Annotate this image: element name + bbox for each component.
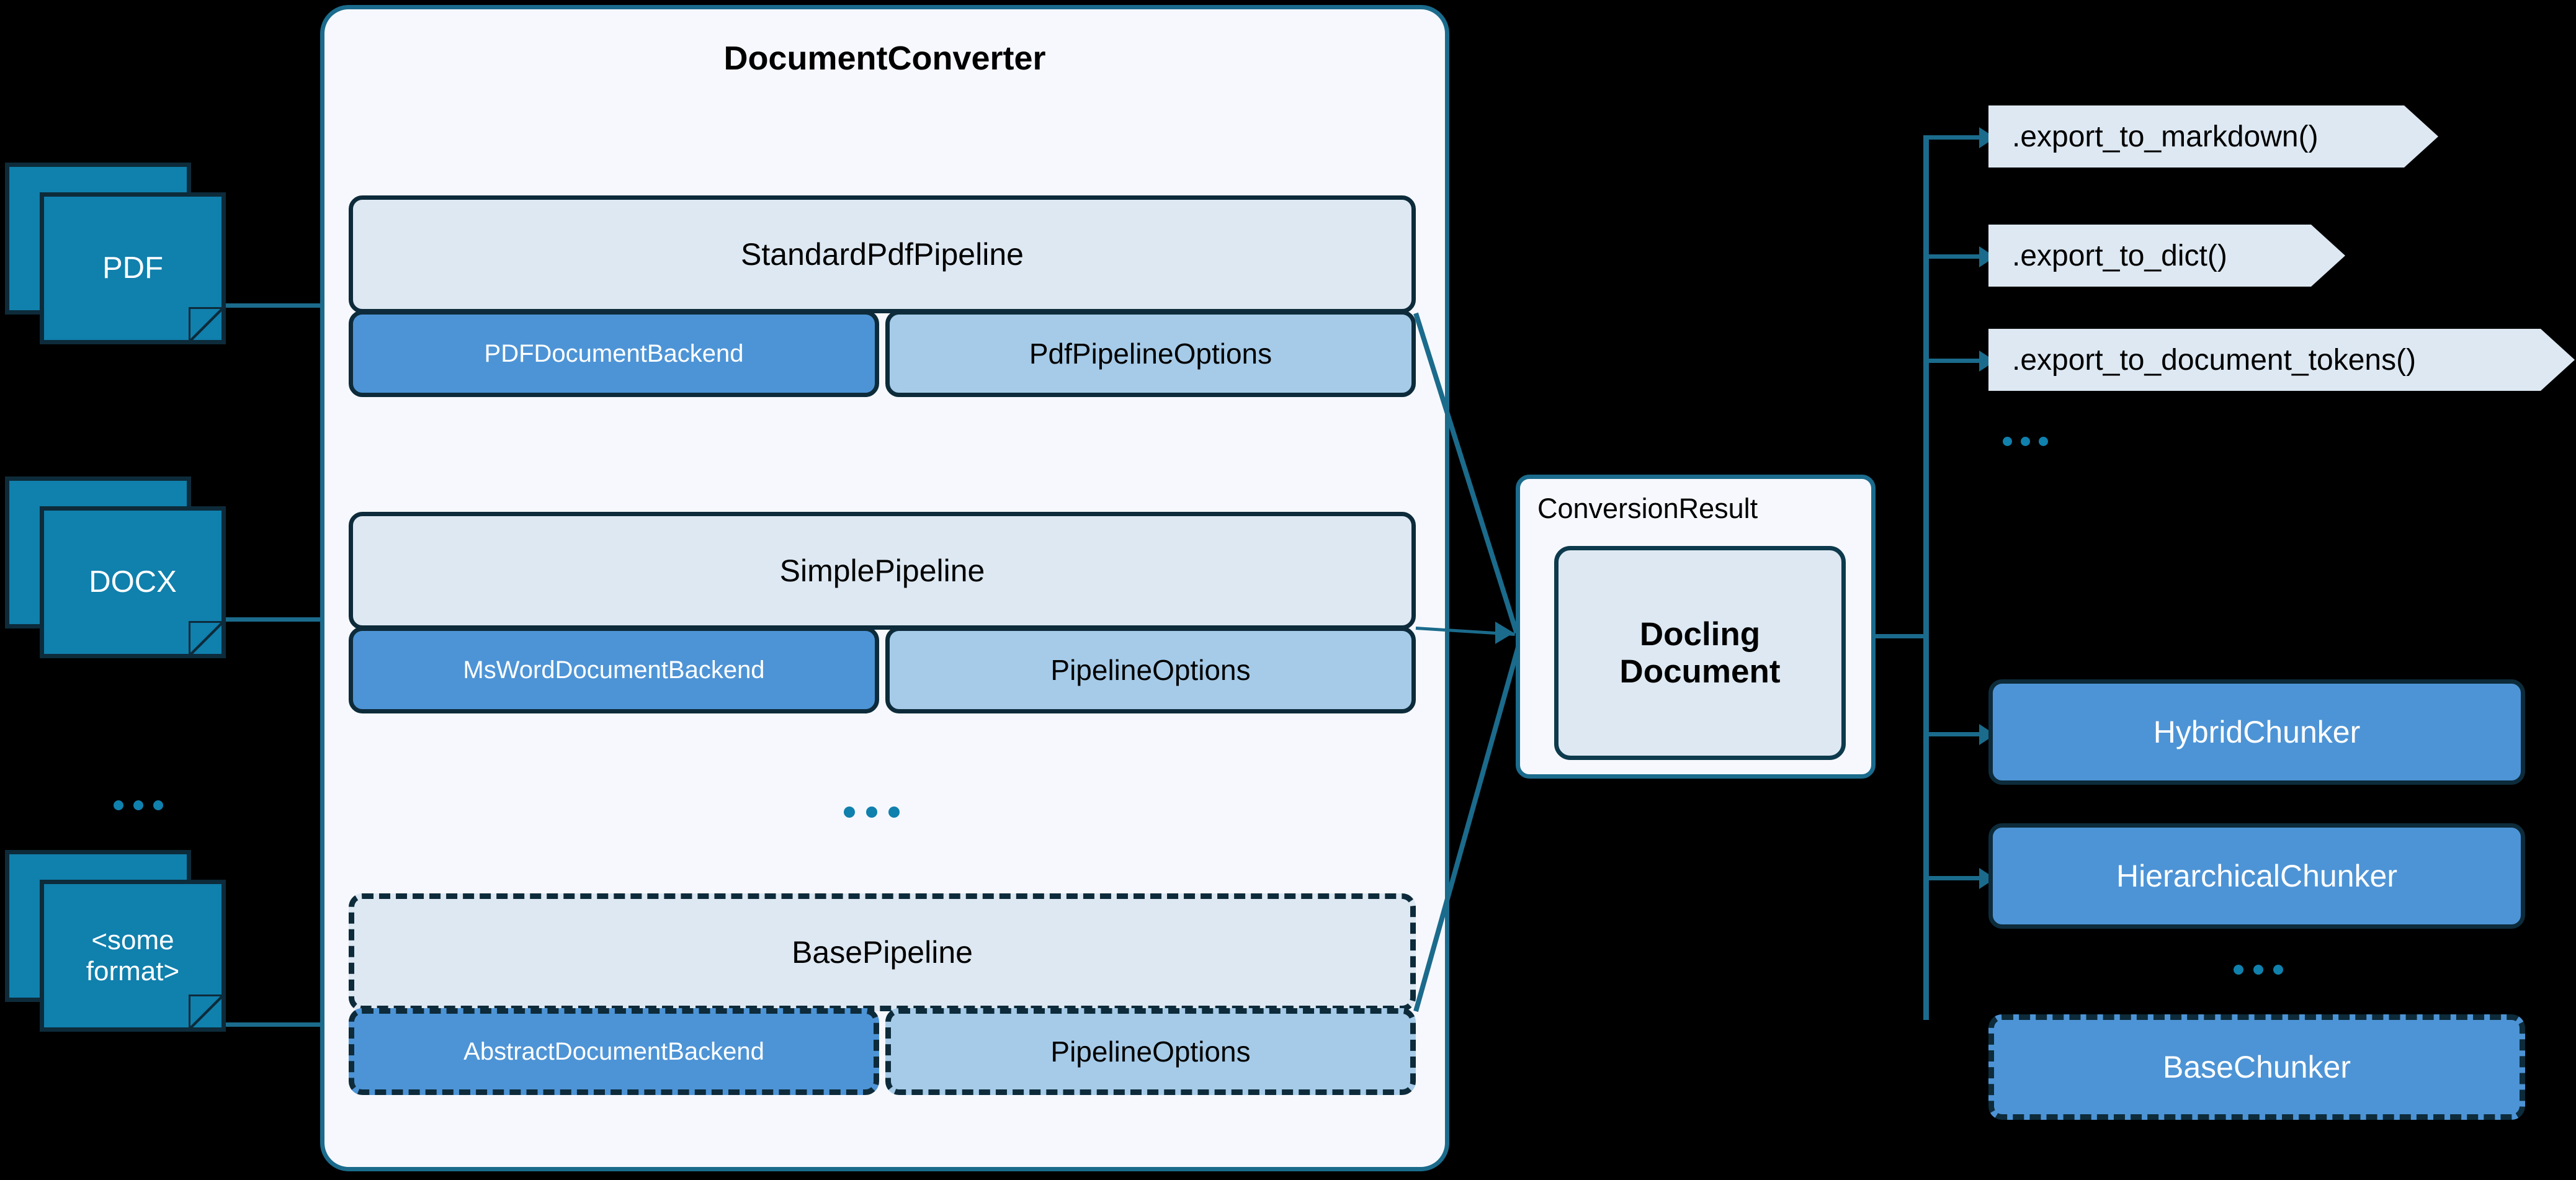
chunker-label: BaseChunker <box>2163 1050 2351 1084</box>
chunker-label: HybridChunker <box>2153 715 2361 749</box>
input-label-docx: DOCX <box>89 565 177 599</box>
connector-pdf-to-converter <box>226 303 341 308</box>
branch-line-hierarchical-chunker <box>1923 876 2004 880</box>
input-document-other: <some format> <box>5 850 228 1033</box>
input-label-other-line1: <some <box>91 925 174 956</box>
input-label-pdf: PDF <box>102 251 163 285</box>
docling-document-line1: Docling <box>1639 616 1761 653</box>
backend-name: AbstractDocumentBackend <box>463 1037 764 1065</box>
export-method-label: .export_to_document_tokens() <box>2012 343 2417 377</box>
page-fold-inner <box>190 623 220 653</box>
pipeline-options-basepipelineoptions[interactable]: PipelineOptions <box>885 1008 1416 1095</box>
pipeline-header-simplepipeline[interactable]: SimplePipeline <box>349 512 1416 630</box>
options-name: PdfPipelineOptions <box>1029 337 1272 370</box>
branch-line-export-markdown <box>1923 135 2004 140</box>
pipeline-ellipsis <box>844 807 900 818</box>
export-method-label: .export_to_dict() <box>2012 239 2227 272</box>
docling-document-line2: Document <box>1619 653 1781 690</box>
pipeline-header-basepipeline[interactable]: BasePipeline <box>349 893 1416 1011</box>
branch-line-export-dict <box>1923 254 2004 259</box>
pipeline-name: StandardPdfPipeline <box>741 237 1024 272</box>
export-chevron-document-tokens[interactable]: .export_to_document_tokens() <box>1988 329 2575 391</box>
connector-other-to-converter <box>226 1022 341 1027</box>
options-name: PipelineOptions <box>1050 1035 1251 1068</box>
chunker-basechunker[interactable]: BaseChunker <box>1988 1014 2525 1120</box>
input-label-other-line2: format> <box>86 955 180 986</box>
pipeline-backend-mswoorddocumentbackend[interactable]: MsWordDocumentBackend <box>349 627 879 713</box>
pipeline-options-pdfpipelineoptions[interactable]: PdfPipelineOptions <box>885 310 1416 397</box>
branch-line-hybrid-chunker <box>1923 732 2004 736</box>
document-front-sheet: PDF <box>40 192 226 344</box>
docling-document-box[interactable]: Docling Document <box>1554 546 1846 760</box>
pipeline-backend-abstractdocumentbackend[interactable]: AbstractDocumentBackend <box>349 1008 879 1095</box>
chunker-hierarchicalchunker[interactable]: HierarchicalChunker <box>1988 823 2525 929</box>
arrow-head-to-result <box>1495 622 1514 644</box>
backend-name: PDFDocumentBackend <box>484 339 744 367</box>
page-fold-inner <box>190 996 220 1026</box>
pipeline-backend-pdfdocumentbackend[interactable]: PDFDocumentBackend <box>349 310 879 397</box>
page-title: DocumentConverter <box>723 40 1046 77</box>
page-fold-inner <box>190 309 220 339</box>
backend-name: MsWordDocumentBackend <box>463 656 765 684</box>
branch-line-export-tokens <box>1923 359 2004 363</box>
connector-docx-to-converter <box>226 617 341 622</box>
export-ellipsis <box>2003 437 2048 446</box>
input-document-pdf: PDF <box>5 163 228 346</box>
pipeline-name: SimplePipeline <box>779 553 985 588</box>
chunker-label: HierarchicalChunker <box>2116 859 2397 893</box>
export-chevron-markdown[interactable]: .export_to_markdown() <box>1988 105 2438 168</box>
export-method-label: .export_to_markdown() <box>2012 120 2319 153</box>
pipeline-name: BasePipeline <box>792 935 973 970</box>
options-name: PipelineOptions <box>1050 654 1251 686</box>
pipeline-header-standardpdfpipeline[interactable]: StandardPdfPipeline <box>349 195 1416 313</box>
export-chevron-dict[interactable]: .export_to_dict() <box>1988 225 2345 287</box>
pipeline-options-pipelineoptions[interactable]: PipelineOptions <box>885 627 1416 713</box>
connector-result-to-trunk <box>1874 634 1929 638</box>
conversion-result-label: ConversionResult <box>1537 493 1758 524</box>
branch-trunk-line <box>1923 135 1929 1020</box>
input-document-docx: DOCX <box>5 476 228 659</box>
chunker-hybridchunker[interactable]: HybridChunker <box>1988 679 2525 785</box>
chunker-ellipsis <box>2234 965 2283 975</box>
input-ellipsis <box>114 800 163 810</box>
